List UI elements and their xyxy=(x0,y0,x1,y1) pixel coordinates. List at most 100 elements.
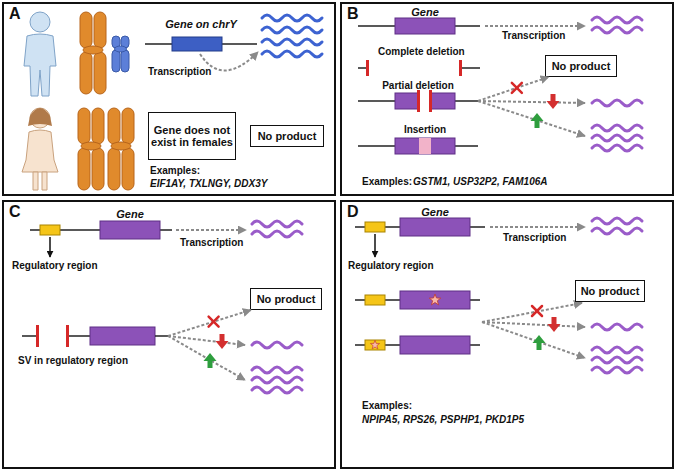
node-text: A xyxy=(9,5,21,23)
decrease-arrow xyxy=(548,317,561,332)
node-text: Gene xyxy=(116,208,144,220)
outcome-arrow xyxy=(478,101,585,136)
x-chromosome xyxy=(83,46,103,54)
arrow-label: Transcription xyxy=(502,30,565,42)
gene-box: Gene xyxy=(395,206,475,246)
x-chromosome xyxy=(81,142,101,150)
male-figure xyxy=(24,34,56,96)
gene-construct xyxy=(365,222,385,232)
gene-box: Insertion xyxy=(385,124,465,168)
outcome-arrow xyxy=(478,101,585,136)
transcription-arrow xyxy=(490,226,585,228)
x-chromosome xyxy=(122,108,134,144)
blocked-mark xyxy=(209,317,219,327)
gene-box: SV in regulatory region xyxy=(18,305,168,367)
note-box: Gene does not exist in females xyxy=(148,112,236,160)
sv-construct xyxy=(22,325,168,347)
gene-box: Gene xyxy=(90,208,170,248)
examples-heading: Examples: xyxy=(362,400,412,412)
transcript-wave xyxy=(592,347,642,353)
outcome-arrow xyxy=(478,101,585,103)
increase-arrow xyxy=(533,335,546,350)
transcript-wave xyxy=(262,39,322,45)
male-figure xyxy=(24,12,56,96)
node-text: Gene xyxy=(421,206,449,218)
outcome-arrow xyxy=(168,336,245,380)
outcome-box: No product xyxy=(575,280,645,302)
transcript-wave xyxy=(262,15,322,57)
gene-construct xyxy=(400,218,470,236)
arrow-label: Transcription xyxy=(180,237,243,249)
gene-examples: EIF1AY, TXLNGY, DDX3Y xyxy=(150,178,267,190)
transcript-wave xyxy=(252,342,302,348)
transcript-wave xyxy=(252,387,302,393)
sv-construct xyxy=(69,335,90,337)
transcript-wave xyxy=(592,367,642,373)
gene-examples: GSTM1, USP32P2, FAM106A xyxy=(413,176,548,188)
x-chromosome xyxy=(94,12,106,48)
arrow-label: Transcription xyxy=(148,66,211,78)
coding-variant-construct xyxy=(400,291,470,309)
transcript-wave xyxy=(592,357,642,363)
gene-construct xyxy=(395,18,455,34)
blocked-arrow xyxy=(168,310,251,336)
blocked-mark xyxy=(532,306,542,316)
regulatory-variant-construct xyxy=(400,336,470,354)
node-text: Partial deletion xyxy=(382,80,454,92)
transcription-arrow xyxy=(176,229,246,231)
gene-construct xyxy=(30,221,172,239)
female-figure xyxy=(28,108,52,126)
gene-construct xyxy=(100,221,160,239)
regulatory-variant-construct xyxy=(365,340,385,350)
node-text: Gene on chrY xyxy=(165,18,237,30)
transcript-wave xyxy=(592,125,642,131)
transcript-wave xyxy=(252,377,302,383)
panel-frame: CGeneSV in regulatory regionNo product xyxy=(2,200,336,469)
blocked-mark xyxy=(512,83,522,93)
transcription-arrow xyxy=(485,25,585,27)
x-chromosome xyxy=(78,108,104,190)
complete-deletion-construct xyxy=(366,60,369,76)
outcome-arrow xyxy=(168,336,245,345)
gene-construct xyxy=(355,218,485,236)
insertion-construct xyxy=(419,138,431,154)
x-chromosome xyxy=(92,108,104,144)
transcript-wave xyxy=(592,100,642,106)
partial-deletion-construct xyxy=(455,100,478,102)
decrease-arrow xyxy=(216,334,229,349)
sv-construct xyxy=(22,335,37,337)
examples-heading: Examples: xyxy=(150,165,200,177)
node-text: Gene does not exist in females xyxy=(151,124,233,148)
examples-heading: Examples: xyxy=(362,176,412,188)
partial-deletion-construct xyxy=(417,90,420,112)
increase-arrow xyxy=(531,113,544,128)
transcript-wave xyxy=(592,27,642,33)
blocked-mark xyxy=(532,306,542,316)
coding-variant-construct xyxy=(365,295,385,305)
node-text: D xyxy=(347,203,359,221)
decrease-arrow xyxy=(547,94,560,109)
transcript-wave xyxy=(262,27,322,33)
x-chromosome xyxy=(108,108,134,190)
female-figure xyxy=(22,130,58,172)
blocked-mark xyxy=(209,317,219,327)
transcript-wave xyxy=(592,145,642,151)
y-chromosome xyxy=(121,50,129,72)
y-chromosome xyxy=(112,50,120,72)
partial-deletion-construct xyxy=(430,93,455,109)
x-chromosome xyxy=(92,148,104,190)
insertion-construct xyxy=(455,145,478,147)
transcript-wave xyxy=(592,218,642,224)
transcript-wave xyxy=(592,17,642,23)
transcript-wave xyxy=(592,324,642,330)
outcome-box: No product xyxy=(250,125,324,147)
gene-construct xyxy=(358,18,480,34)
increase-arrow xyxy=(204,353,217,368)
transcript-wave xyxy=(592,17,642,151)
female-figure xyxy=(22,108,58,190)
x-chromosome xyxy=(80,52,92,94)
arrow-label: Transcription xyxy=(503,232,566,244)
transcript-wave xyxy=(252,221,302,227)
complete-deletion-construct xyxy=(459,60,462,76)
male-figure xyxy=(30,12,50,32)
